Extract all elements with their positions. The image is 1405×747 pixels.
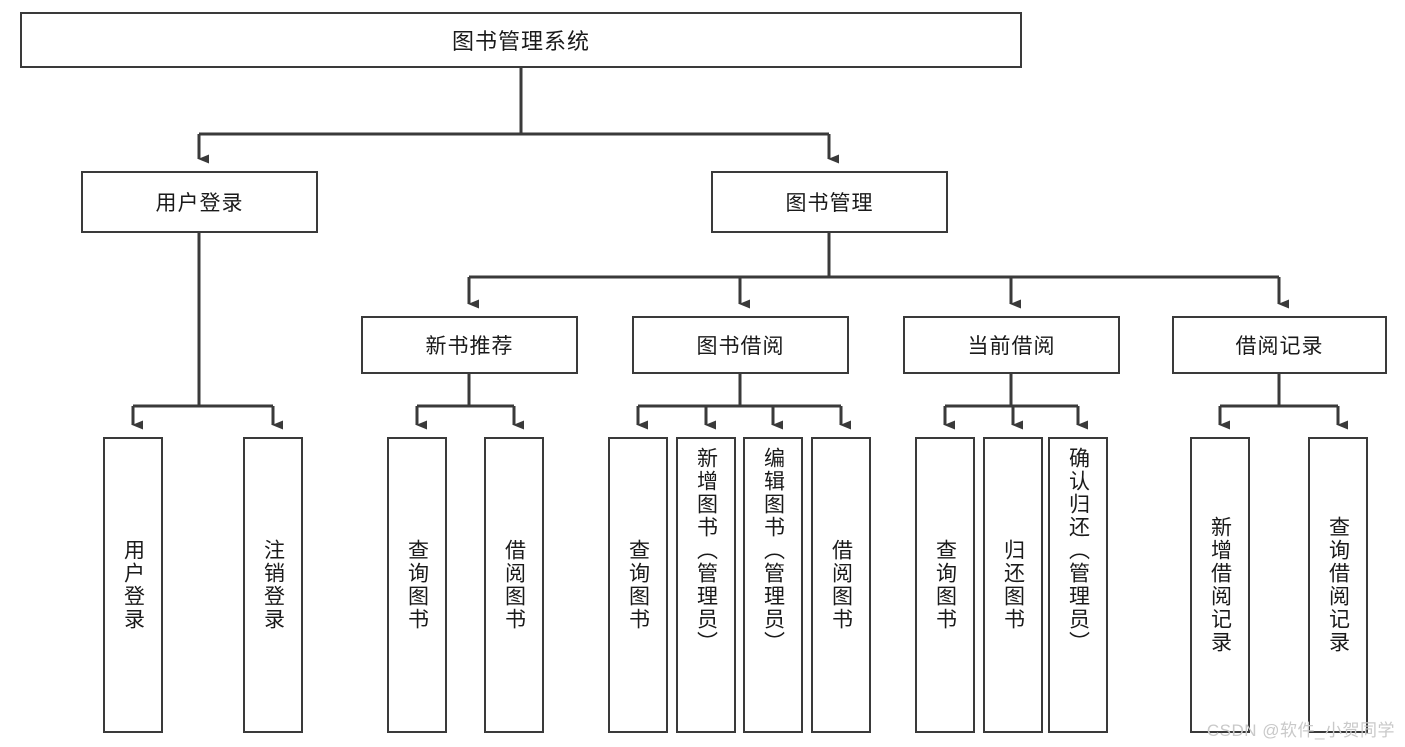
node-level3-label: 借阅记录 [1235, 335, 1324, 358]
node-level2-label: 用户登录 [155, 192, 244, 215]
node-leaf-label: 查询图书 [933, 539, 957, 631]
node-leaf-9[interactable]: 归还图书 [983, 437, 1043, 733]
node-leaf-label: 新增借阅记录 [1208, 516, 1232, 654]
node-leaf-0[interactable]: 用户登录 [103, 437, 163, 733]
node-level3-3[interactable]: 借阅记录 [1172, 316, 1387, 374]
node-leaf-1[interactable]: 注销登录 [243, 437, 303, 733]
node-level3-label: 新书推荐 [425, 335, 514, 358]
node-leaf-label: 编辑图书（管理员） [761, 447, 785, 654]
node-leaf-2[interactable]: 查询图书 [387, 437, 447, 733]
node-leaf-label: 查询借阅记录 [1326, 516, 1350, 654]
node-leaf-label: 查询图书 [405, 539, 429, 631]
node-leaf-label: 注销登录 [261, 539, 285, 631]
node-leaf-label: 借阅图书 [829, 539, 853, 631]
node-leaf-8[interactable]: 查询图书 [915, 437, 975, 733]
node-leaf-label: 归还图书 [1001, 539, 1025, 631]
node-level2-1[interactable]: 图书管理 [711, 171, 948, 233]
node-leaf-label: 查询图书 [626, 539, 650, 631]
node-level2-label: 图书管理 [785, 192, 874, 215]
node-leaf-3[interactable]: 借阅图书 [484, 437, 544, 733]
node-level3-label: 图书借阅 [696, 335, 785, 358]
node-level3-label: 当前借阅 [967, 335, 1056, 358]
node-root[interactable]: 图书管理系统 [20, 12, 1022, 68]
node-level3-2[interactable]: 当前借阅 [903, 316, 1120, 374]
node-leaf-10[interactable]: 确认归还（管理员） [1048, 437, 1108, 733]
node-leaf-label: 确认归还（管理员） [1066, 447, 1090, 654]
node-level3-0[interactable]: 新书推荐 [361, 316, 578, 374]
node-level3-1[interactable]: 图书借阅 [632, 316, 849, 374]
node-leaf-11[interactable]: 新增借阅记录 [1190, 437, 1250, 733]
node-leaf-label: 用户登录 [121, 539, 145, 631]
node-leaf-5[interactable]: 新增图书（管理员） [676, 437, 736, 733]
node-root-label: 图书管理系统 [451, 29, 590, 54]
watermark: CSDN @软件_小贺同学 [1206, 721, 1395, 740]
node-leaf-12[interactable]: 查询借阅记录 [1308, 437, 1368, 733]
node-level2-0[interactable]: 用户登录 [81, 171, 318, 233]
node-leaf-label: 新增图书（管理员） [694, 447, 718, 654]
node-leaf-4[interactable]: 查询图书 [608, 437, 668, 733]
node-leaf-label: 借阅图书 [502, 539, 526, 631]
node-leaf-6[interactable]: 编辑图书（管理员） [743, 437, 803, 733]
node-leaf-7[interactable]: 借阅图书 [811, 437, 871, 733]
